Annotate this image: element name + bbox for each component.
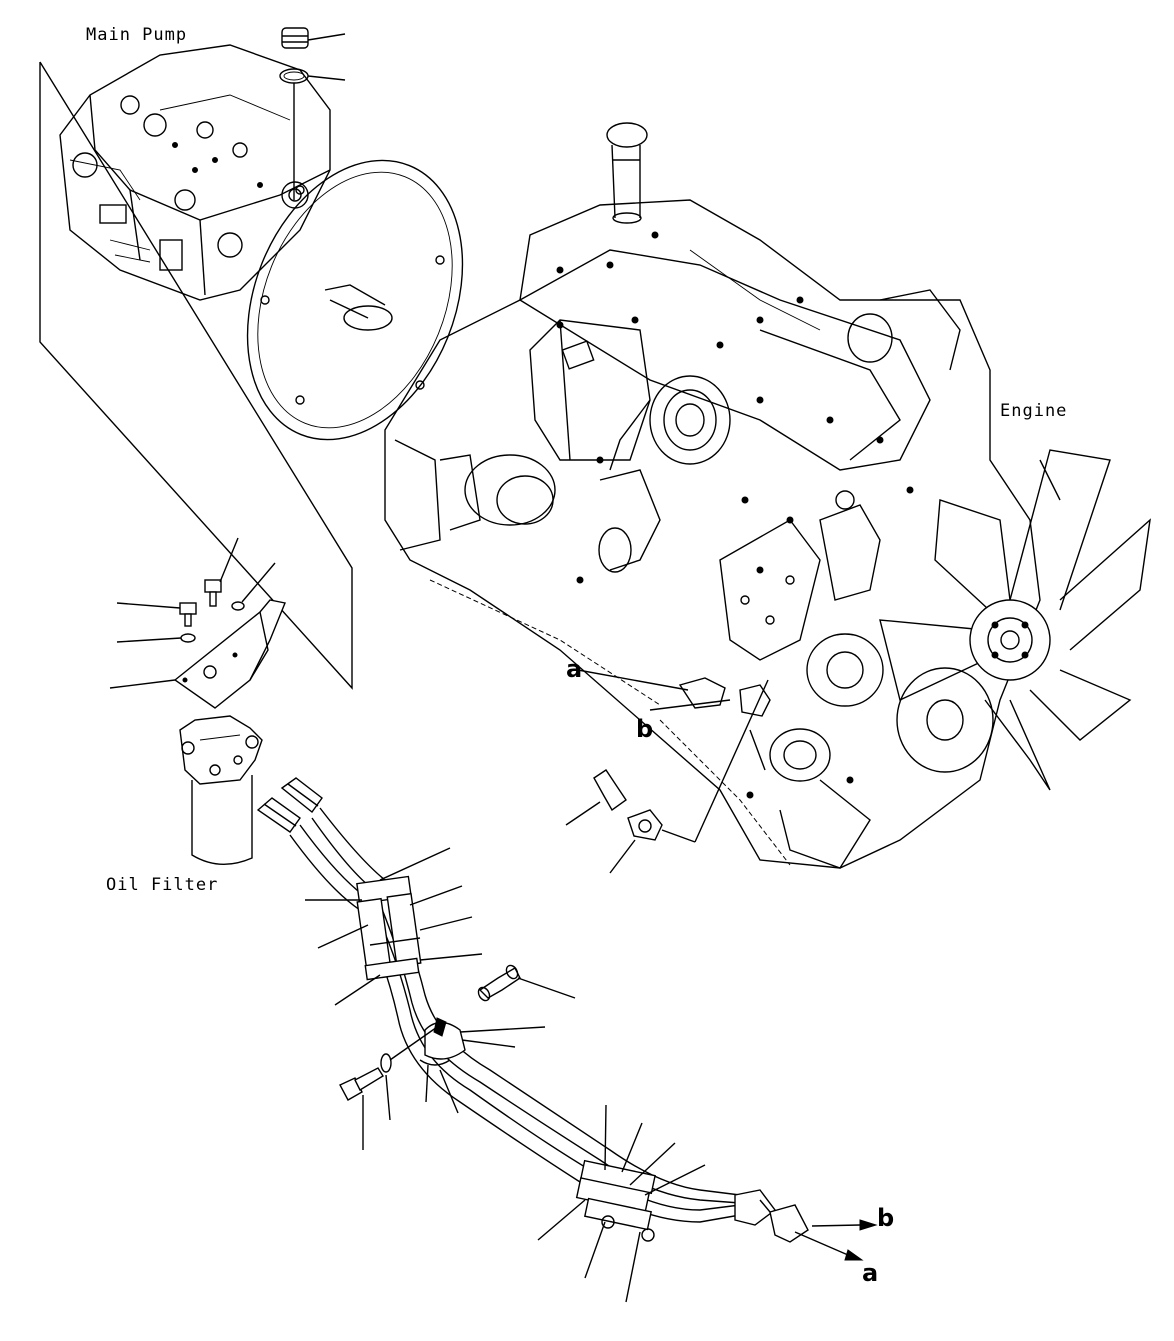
clamp-bolt	[339, 1067, 384, 1150]
hose-clamp-3	[575, 1159, 656, 1242]
marker-b-engine: b	[636, 715, 653, 743]
hose-assembly	[256, 777, 809, 1243]
bracket-washer-1	[231, 562, 276, 611]
filter-bracket	[109, 599, 286, 709]
oil-filter	[179, 715, 263, 866]
elbow-fitting	[565, 769, 627, 826]
adapter-fitting	[609, 679, 769, 874]
hose-clamp-2	[419, 1017, 466, 1066]
pump-plug	[281, 27, 346, 49]
main-pump	[59, 44, 464, 441]
hose-clamp-1	[356, 875, 422, 981]
marker-b-hose: b	[877, 1204, 894, 1232]
main-pump-inset-frame	[39, 61, 353, 690]
bracket-bolt-2	[116, 602, 197, 627]
bracket-bolt-1	[204, 537, 239, 607]
oil-filter-label: Oil Filter	[106, 875, 218, 895]
cooling-fan	[879, 449, 1151, 791]
spacer-tube	[477, 964, 576, 1002]
engine	[384, 122, 1041, 869]
clamp-washer	[380, 1024, 441, 1121]
engine-label: Engine	[1000, 401, 1067, 421]
marker-a-engine: a	[566, 655, 582, 683]
main-pump-label: Main Pump	[86, 25, 187, 45]
leader-lines	[305, 669, 878, 1303]
pump-o-ring	[279, 68, 346, 200]
marker-a-hose: a	[862, 1259, 878, 1287]
bracket-washer-2	[116, 633, 196, 643]
